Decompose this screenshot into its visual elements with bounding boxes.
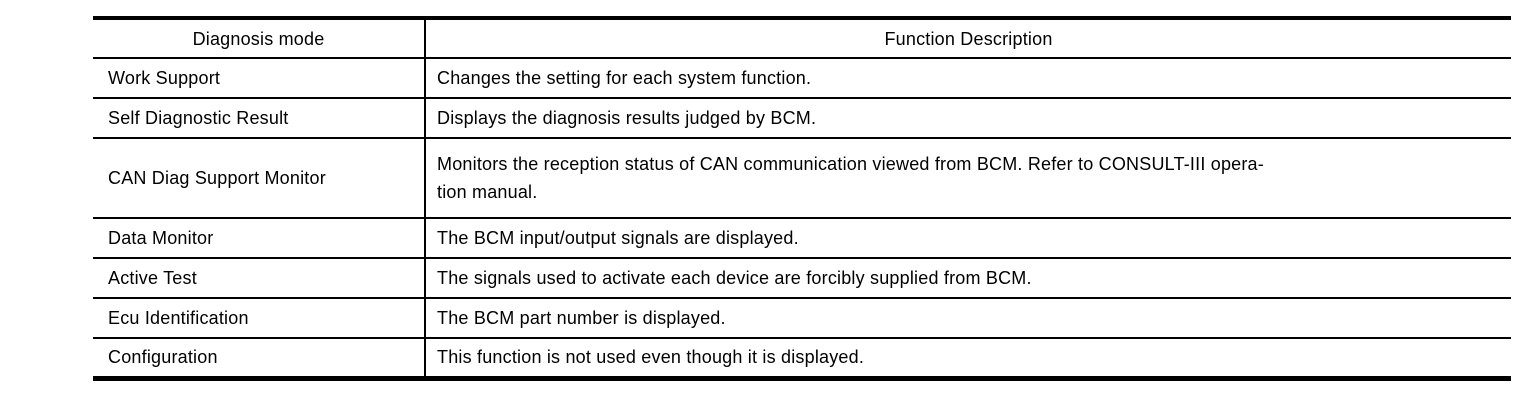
table-header-row: Diagnosis mode Function Description [93,18,1511,58]
function-description-cell: The signals used to activate each device… [425,257,1511,298]
column-header-function-description: Function Description [884,28,1053,49]
function-description-cell: The BCM part number is displayed. [425,297,1511,338]
table-row-work-support: Work Support Changes the setting for eac… [93,57,1511,98]
table-row-self-diagnostic-result: Self Diagnostic Result Displays the diag… [93,97,1511,138]
column-header-diagnosis-mode: Diagnosis mode [93,18,426,58]
function-description-cell: Changes the setting for each system func… [425,57,1511,98]
diagnosis-mode-cell: CAN Diag Support Monitor [93,137,426,218]
diagnosis-mode-cell: Data Monitor [93,217,426,258]
table-row-ecu-identification: Ecu Identification The BCM part number i… [93,297,1511,338]
diagnosis-mode-table: Diagnosis mode Function Description Work… [93,16,1511,381]
diagnosis-mode-cell: Configuration [93,337,426,378]
diagnosis-mode-cell: Self Diagnostic Result [93,97,426,138]
table-row-active-test: Active Test The signals used to activate… [93,257,1511,298]
function-description-cell: Displays the diagnosis results judged by… [425,97,1511,138]
function-description-cell: Monitors the reception status of CAN com… [425,137,1511,218]
diagnosis-mode-cell: Work Support [93,57,426,98]
table-row-configuration: Configuration This function is not used … [93,337,1511,378]
table-row-can-diag-support-monitor: CAN Diag Support Monitor Monitors the re… [93,137,1511,218]
table-row-data-monitor: Data Monitor The BCM input/output signal… [93,217,1511,258]
diagnosis-mode-cell: Active Test [93,257,426,298]
diagnosis-mode-cell: Ecu Identification [93,297,426,338]
function-description-cell: This function is not used even though it… [425,337,1511,378]
function-description-cell: The BCM input/output signals are display… [425,217,1511,258]
